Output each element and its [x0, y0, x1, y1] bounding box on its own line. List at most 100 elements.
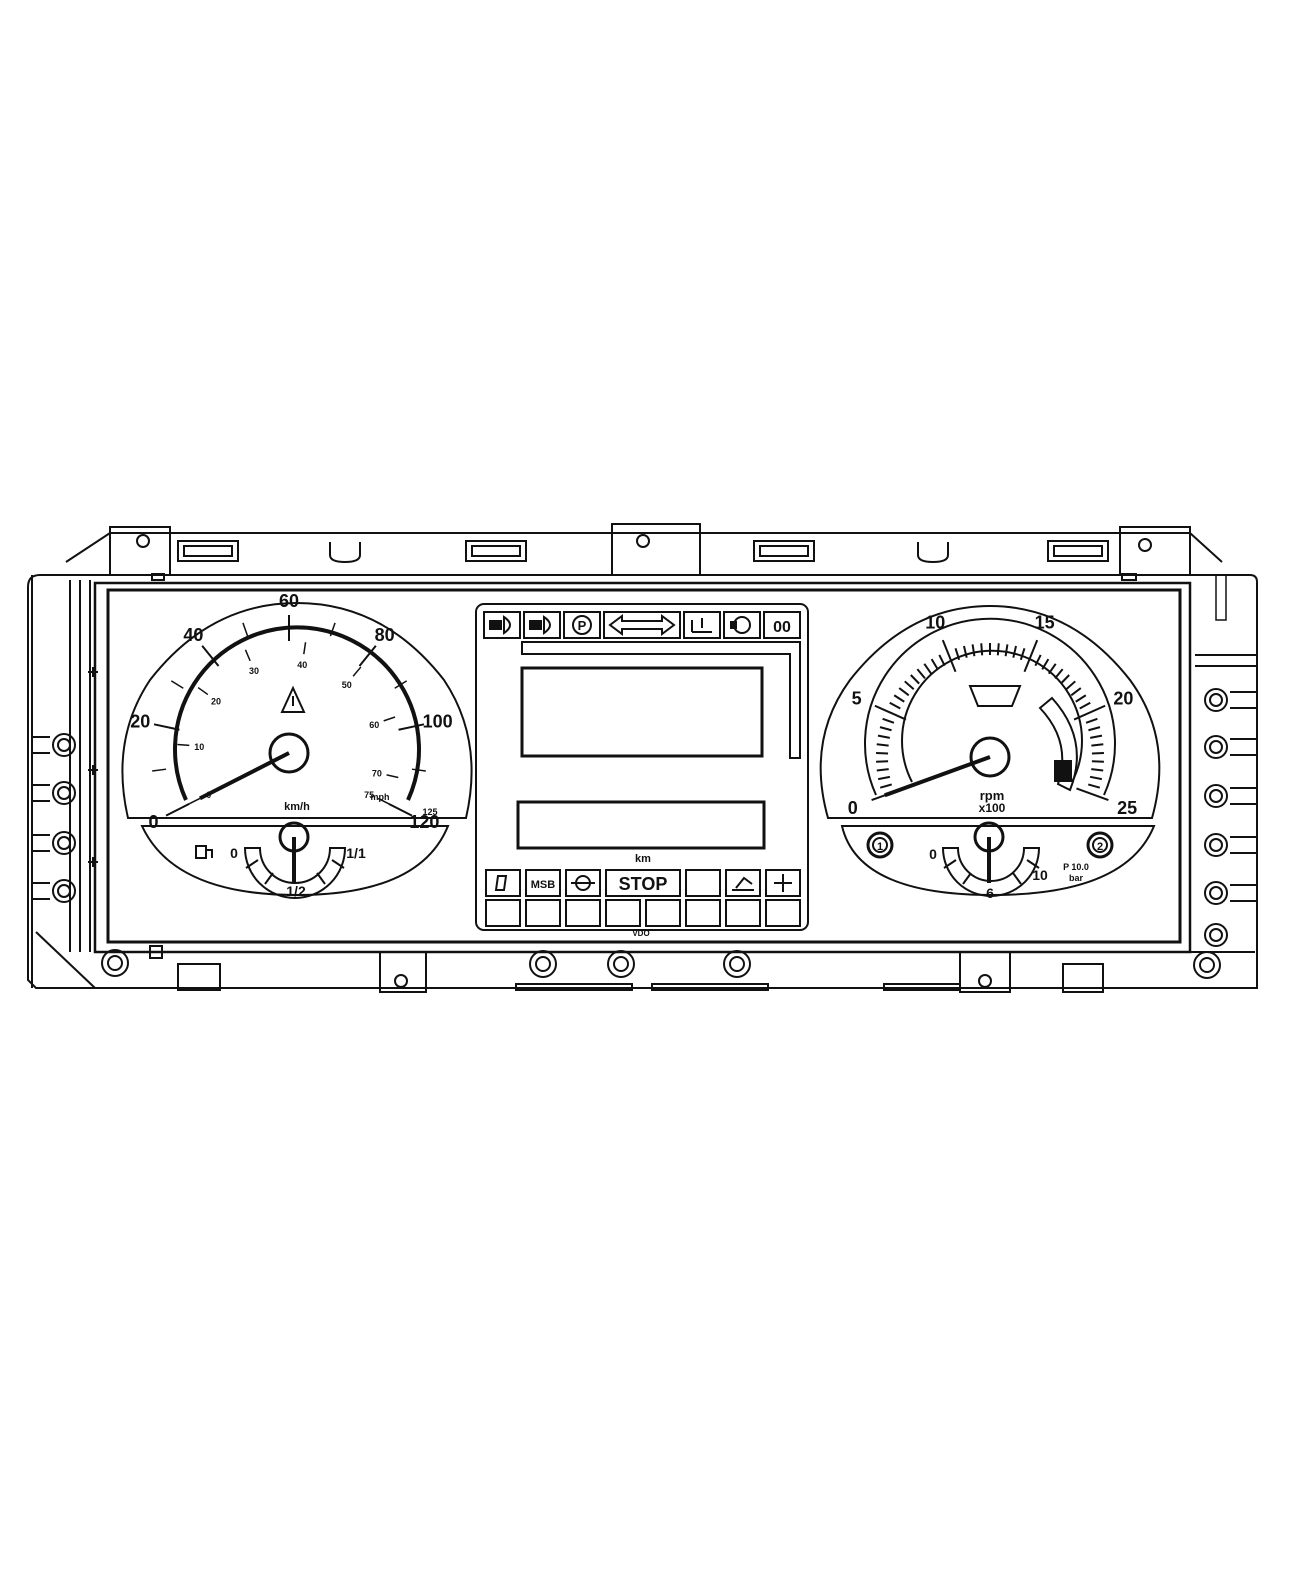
left-connector-pins	[32, 667, 98, 903]
tach-scale-label: 0	[848, 798, 858, 818]
tach-major-tick	[1076, 787, 1109, 802]
speed-major-tick	[358, 645, 377, 667]
tach-minor-tick	[1075, 694, 1087, 703]
speed-major-tick	[165, 802, 190, 817]
fuel-filter-icon	[485, 869, 521, 897]
tach-scale-label: 10	[925, 613, 945, 633]
tach-minor-tick	[1079, 701, 1091, 710]
speed-minor-tick	[152, 768, 167, 772]
speed-minor-tick	[242, 622, 249, 637]
tach-major-tick	[1073, 704, 1106, 721]
tach-minor-tick	[1091, 760, 1104, 763]
tach-major-tick	[941, 639, 957, 673]
tachometer-needle	[884, 755, 991, 798]
speed-small-label: 125	[422, 807, 437, 817]
svg-text:STOP: STOP	[619, 874, 668, 894]
tach-minor-tick	[1004, 644, 1009, 657]
speed-minor-tick	[394, 680, 408, 689]
mph-unit-label: mph	[371, 792, 390, 802]
tach-major-tick	[1023, 639, 1039, 673]
blank-lamp	[685, 869, 721, 897]
speed-kmh-label: 20	[130, 711, 150, 731]
tach-minor-tick	[1034, 654, 1042, 667]
circuit-1-icon: 1	[866, 831, 894, 859]
tach-minor-tick	[954, 648, 961, 661]
pressure-p-label: P 10.0	[1063, 862, 1089, 872]
svg-text:MSB: MSB	[531, 879, 556, 891]
tach-minor-tick	[1019, 648, 1026, 661]
spare-lamp	[645, 899, 681, 927]
bottom-screws	[101, 945, 1221, 988]
speed-minor-tick	[329, 622, 336, 637]
mph-tick	[197, 686, 209, 696]
air-pressure-gauge: 1 2 0 6 10 P 10.0 bar	[866, 821, 1114, 901]
top-rail-features	[136, 534, 1152, 581]
tach-minor-tick	[1089, 775, 1103, 781]
odometer-unit-label: km	[635, 853, 651, 865]
svg-text:2: 2	[1097, 841, 1103, 853]
tach-redline-band	[1038, 696, 1078, 792]
mph-tick	[177, 743, 190, 747]
turn-signal-icon	[603, 611, 681, 639]
pressure-max-label: 10	[1032, 867, 1048, 883]
odometer-lcd-display	[516, 800, 766, 850]
seat-belt-icon	[683, 611, 721, 639]
tach-minor-tick	[876, 760, 889, 763]
engine-icon	[723, 611, 761, 639]
rpm-unit-label: rpm	[980, 788, 1005, 803]
tach-minor-tick	[1047, 663, 1057, 675]
tach-minor-tick	[980, 643, 984, 656]
speedometer-needle	[198, 751, 290, 801]
speed-unit-label: km/h	[284, 801, 310, 813]
tach-minor-tick	[923, 663, 933, 675]
tach-minor-tick	[916, 668, 926, 680]
speed-kmh-label: 80	[375, 625, 395, 645]
speed-mph-label: 30	[249, 666, 259, 676]
spare-lamp	[765, 899, 801, 927]
spare-lamp	[565, 899, 601, 927]
mph-tick	[244, 649, 251, 662]
tach-minor-tick	[889, 701, 901, 710]
tach-minor-tick	[879, 726, 892, 732]
fuel-pump-icon	[195, 845, 213, 859]
speed-mph-label: 40	[297, 660, 307, 670]
fuel-gauge: 0 1/2 1/1	[195, 821, 366, 899]
mph-tick	[303, 642, 307, 655]
cluster-housing	[27, 523, 1258, 993]
fuel-empty-label: 0	[230, 845, 238, 861]
speed-kmh-label: 120	[409, 812, 439, 832]
brake-icon	[565, 869, 601, 897]
speed-minor-tick	[411, 768, 426, 772]
speed-mph-label: 60	[369, 720, 379, 730]
tach-scale-label: 15	[1035, 613, 1055, 633]
tach-red-zone	[1054, 760, 1072, 782]
speed-mph-label: 75	[364, 790, 374, 800]
spare-lamp	[725, 899, 761, 927]
spare-lamp	[525, 899, 561, 927]
speed-major-tick	[153, 723, 180, 731]
parking-brake-icon: P	[563, 611, 601, 639]
tach-minor-tick	[930, 658, 939, 670]
spare-lamp	[605, 899, 641, 927]
tachometer-hub	[969, 736, 1011, 778]
right-connector-pins	[1195, 654, 1257, 947]
speed-mph-label: 70	[372, 769, 382, 779]
speedometer-hub	[268, 732, 310, 774]
tach-minor-tick	[1060, 674, 1070, 685]
speed-major-tick	[388, 802, 413, 817]
tach-minor-tick	[904, 680, 915, 691]
spare-lamp	[485, 899, 521, 927]
tach-scale-label: 25	[1117, 798, 1137, 818]
circuit-2-icon: 2	[1086, 831, 1114, 859]
speed-mph-label: 20	[211, 696, 221, 706]
tach-scale-label: 20	[1113, 689, 1133, 709]
upper-lcd-display	[520, 666, 764, 758]
speed-mph-label: 50	[342, 680, 352, 690]
tach-minor-tick	[1054, 668, 1064, 680]
speed-major-tick	[398, 723, 425, 731]
warning-triangle-icon	[280, 685, 306, 713]
battery-icon	[765, 869, 801, 897]
tach-minor-tick	[877, 734, 890, 739]
tach-minor-tick	[893, 694, 905, 703]
